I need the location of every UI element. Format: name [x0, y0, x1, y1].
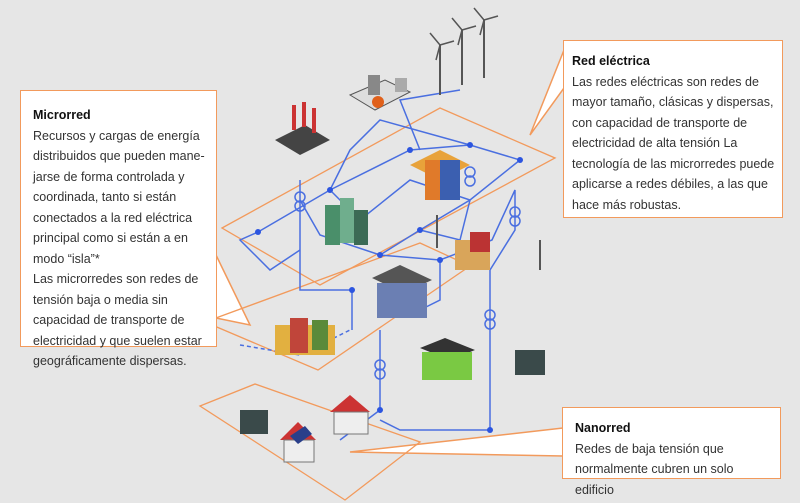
- residential-block-icon: [275, 318, 335, 355]
- red-electrica-callout: Red eléctrica Las redes eléctricas son r…: [563, 40, 783, 218]
- microrred-description: Recursos y cargas de energía distribuido…: [33, 128, 205, 266]
- red-callout-tail: [529, 49, 565, 136]
- factory-icon: [275, 102, 330, 155]
- generator-icon: [240, 350, 545, 434]
- nanorred-title: Nanorred: [575, 421, 631, 435]
- nanorred-callout-tail: [349, 427, 564, 457]
- microrred-description-2: Las microrredes son redes de tensión baj…: [33, 272, 202, 368]
- transformer-icons: [294, 166, 521, 380]
- microrred-callout-tail: [215, 254, 252, 327]
- office-building-icon: [410, 150, 470, 200]
- hotel-icon: [372, 265, 432, 318]
- nanorred-plane: [198, 383, 422, 501]
- red-electrica-description: Las redes eléctricas son redes de mayor …: [572, 74, 775, 212]
- nanorred-callout: Nanorred Redes de baja tensión que norma…: [562, 407, 781, 497]
- house-icon: [280, 395, 370, 463]
- apartment-icon: [455, 232, 490, 270]
- power-plant-icon: [348, 75, 412, 111]
- microrred-title: Microrred: [33, 108, 91, 122]
- red-electrica-title: Red eléctrica: [572, 54, 650, 68]
- microrred-callout: Microrred Recursos y cargas de energía d…: [20, 90, 217, 368]
- city-towers-icon: [325, 198, 368, 245]
- red-electrica-plane: [220, 107, 557, 286]
- wind-turbine-icons: [429, 7, 541, 270]
- nanorred-description: Redes de baja tensión que normalmente cu…: [575, 441, 734, 497]
- green-building-icon: [420, 338, 475, 380]
